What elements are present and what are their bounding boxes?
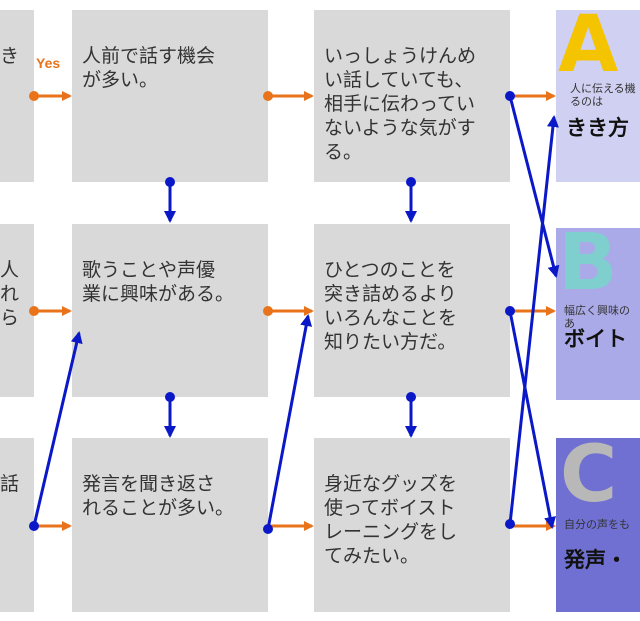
- question-text-3: 歌うことや声優 業に興味がある。: [82, 259, 235, 305]
- question-box-5: 発言を聞き返さ れることが多い。: [72, 438, 268, 612]
- question-text-6: 身近なグッズを 使ってボイスト レーニングをし てみたい。: [324, 473, 458, 567]
- left-fragment-text-3: 話: [0, 473, 20, 495]
- orange-arrow-r2c2: [263, 306, 314, 316]
- orange-arrow-r1c1: [29, 91, 72, 101]
- left-fragment-text-2: 人 れ ら: [0, 259, 20, 329]
- left-fragment-box-2: 人 れ ら: [0, 224, 34, 397]
- left-fragment-box-3: 話: [0, 438, 34, 612]
- result-label-a: きき方: [566, 116, 629, 140]
- result-box-c: C 自分の声をも 発声・: [556, 438, 640, 612]
- orange-arrow-r2c1: [29, 306, 72, 316]
- result-letter-c: C: [560, 438, 618, 520]
- left-fragment-box-1: き: [0, 10, 34, 182]
- question-box-6: 身近なグッズを 使ってボイスト レーニングをし てみたい。: [314, 438, 510, 612]
- result-desc-a: 人に伝える機 るのは: [570, 82, 636, 108]
- blue-diagonal-arrow-3: [505, 91, 560, 278]
- question-text-4: ひとつのことを 突き詰めるより いろんなことを 知りたい方だ。: [324, 259, 458, 353]
- result-desc-c: 自分の声をも: [564, 518, 630, 531]
- blue-down-arrow-c1-r2: [164, 392, 176, 438]
- result-box-a: A 人に伝える機 るのは きき方: [556, 10, 640, 182]
- left-fragment-text-1: き: [0, 45, 20, 67]
- blue-down-arrow-c2-r1: [405, 177, 417, 223]
- blue-down-arrow-c2-r2: [405, 392, 417, 438]
- blue-diagonal-arrow-4: [505, 306, 556, 529]
- orange-arrow-r1c2: [263, 91, 314, 101]
- question-text-5: 発言を聞き返さ れることが多い。: [82, 473, 235, 519]
- blue-diagonal-arrow-5: [505, 115, 559, 529]
- question-box-4: ひとつのことを 突き詰めるより いろんなことを 知りたい方だ。: [314, 224, 510, 397]
- result-desc-b: 幅広く興味のあ: [564, 304, 630, 330]
- question-box-1: 人前で話す機会 が多い。: [72, 10, 268, 182]
- question-box-3: 歌うことや声優 業に興味がある。: [72, 224, 268, 397]
- result-letter-a: A: [558, 10, 619, 90]
- question-box-2: いっしょうけんめ い話していても、 相手に伝わってい ないような気がす る。: [314, 10, 510, 182]
- question-text-2: いっしょうけんめ い話していても、 相手に伝わってい ないような気がす る。: [324, 45, 477, 163]
- result-label-b: ボイト: [564, 327, 627, 351]
- blue-diagonal-arrow-2: [263, 314, 313, 534]
- blue-diagonal-arrow-1: [29, 331, 83, 531]
- result-box-b: B 幅広く興味のあ ボイト: [556, 228, 640, 400]
- blue-down-arrow-c1-r1: [164, 177, 176, 223]
- question-text-1: 人前で話す機会 が多い。: [82, 45, 216, 91]
- yes-label: Yes: [36, 55, 61, 71]
- result-letter-b: B: [558, 228, 618, 308]
- result-label-c: 発声・: [564, 548, 627, 572]
